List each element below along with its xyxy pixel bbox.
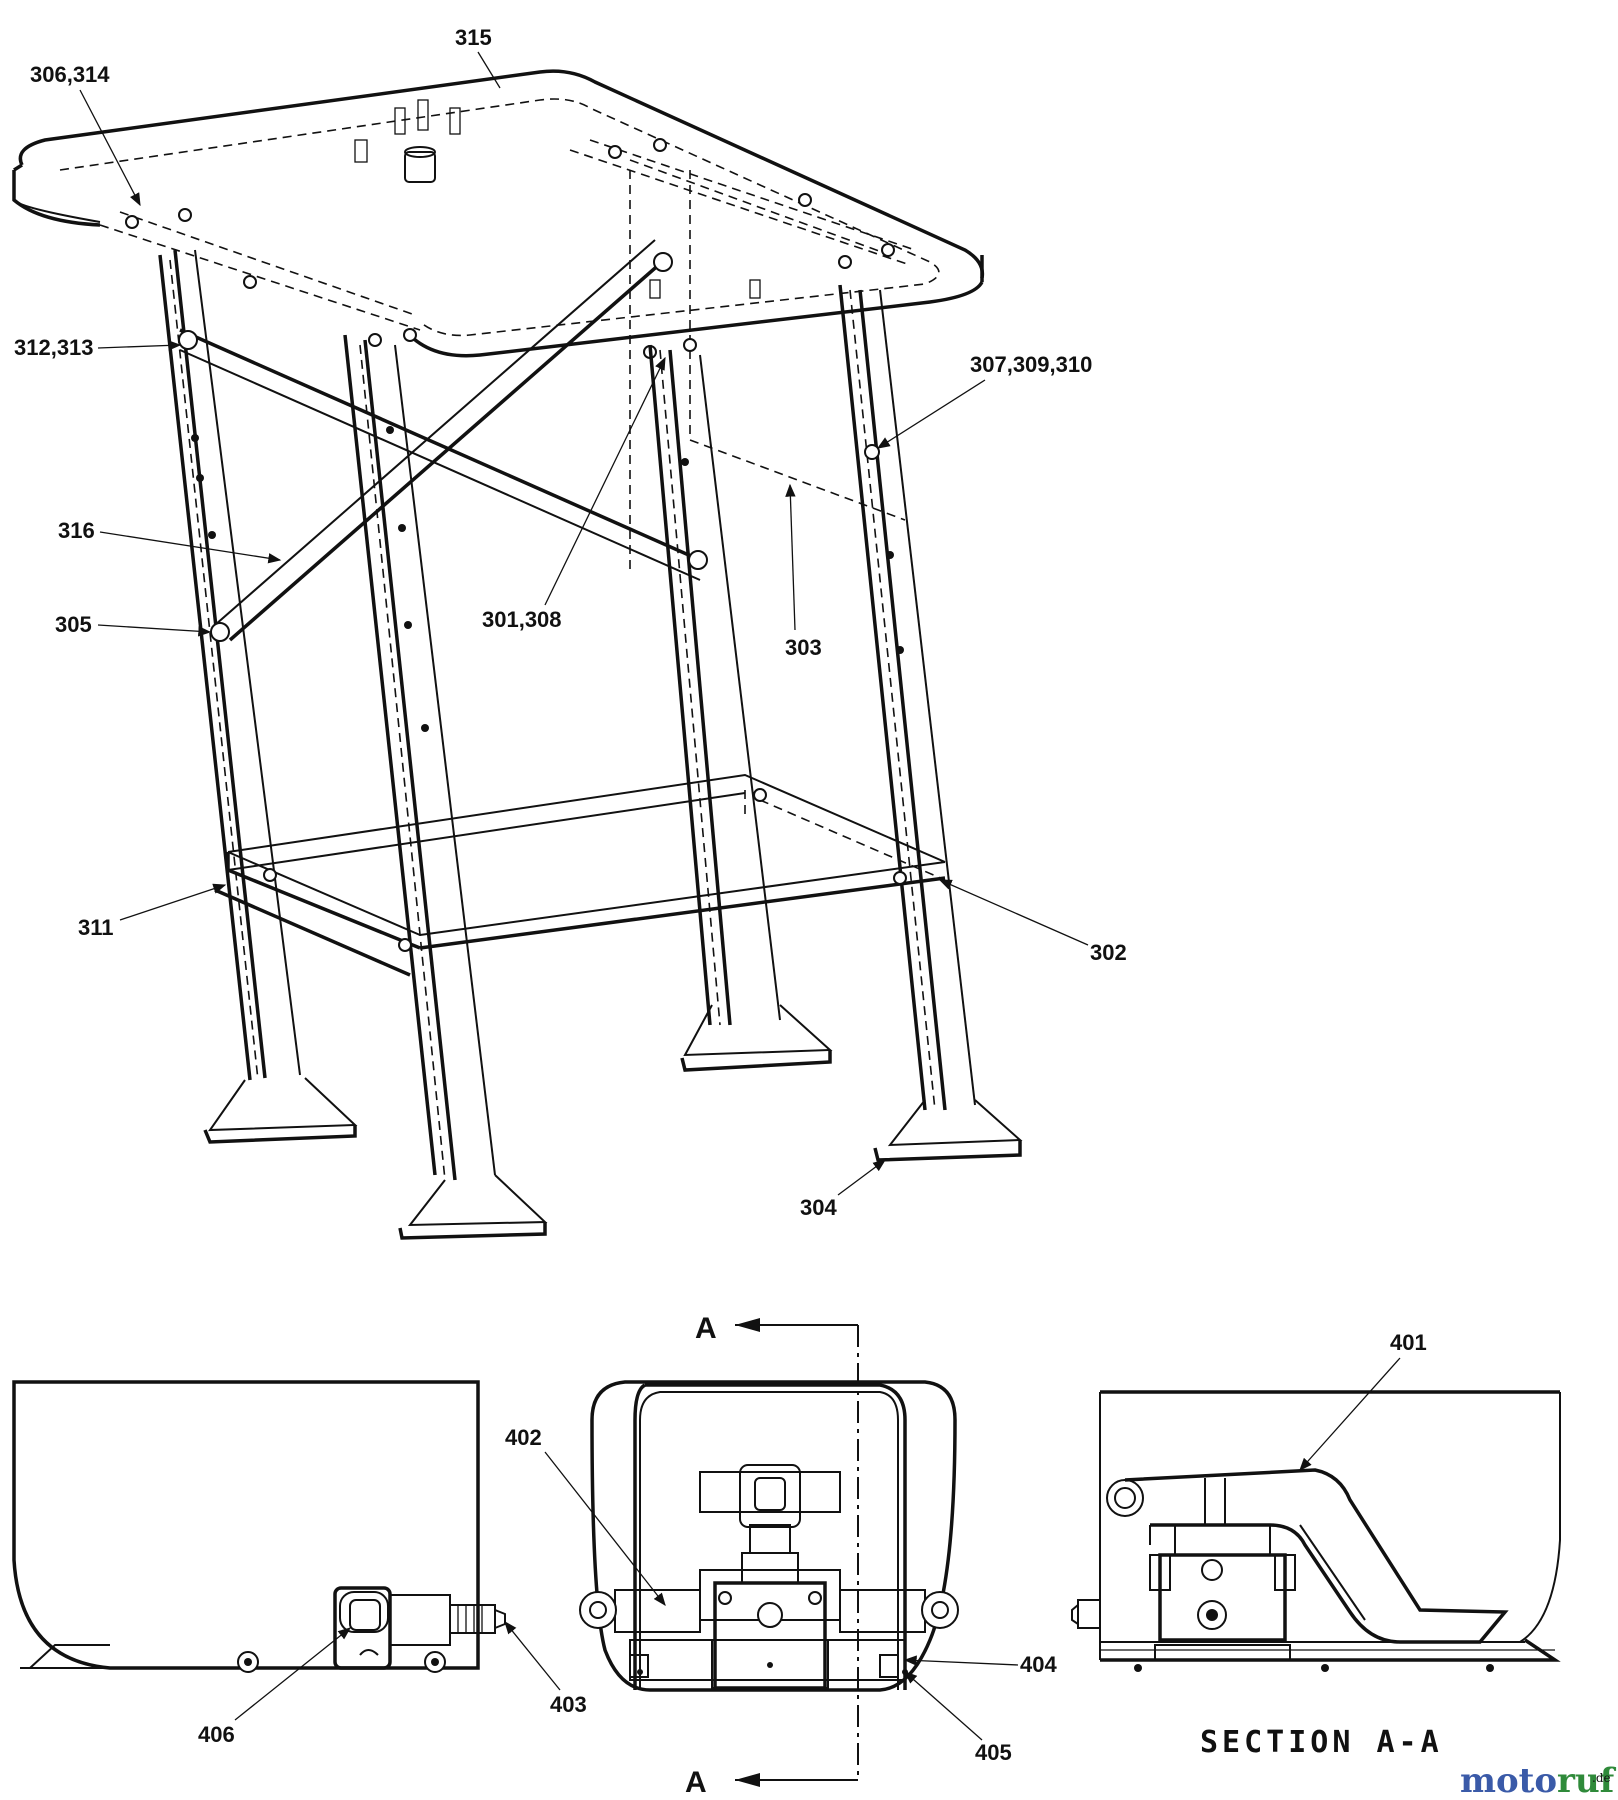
callout-312-313: 312,313 (14, 335, 94, 360)
section-view-callouts: 401 SECTION A-A (1200, 1330, 1443, 1760)
section-view (1071, 1390, 1561, 1672)
watermark-logo: motoruf .de (1460, 1761, 1617, 1800)
callout-401: 401 (1390, 1330, 1427, 1355)
callout-406: 406 (198, 1722, 235, 1747)
watermark-suffix: .de (1592, 1771, 1611, 1785)
side-view-callouts: 403 406 (198, 1620, 587, 1747)
leg-left-rear (158, 249, 358, 1144)
callout-305: 305 (55, 612, 92, 637)
svg-text:motoruf: motoruf (1460, 1761, 1617, 1800)
callout-304: 304 (800, 1195, 837, 1220)
top-rails (99, 139, 916, 570)
callout-307-309-310: 307,309,310 (970, 352, 1092, 377)
section-title: SECTION A-A (1200, 1725, 1443, 1760)
callout-303: 303 (785, 635, 822, 660)
watermark-part1: moto (1460, 1761, 1557, 1800)
callout-311: 311 (78, 915, 114, 940)
callout-403: 403 (550, 1692, 587, 1717)
stand-assembly (12, 69, 1023, 1240)
callout-302: 302 (1090, 940, 1127, 965)
watermark-part2: ruf (1557, 1761, 1617, 1800)
callout-402: 402 (505, 1425, 542, 1450)
leg-left-front (343, 334, 548, 1240)
callout-306-314: 306,314 (30, 62, 110, 87)
callout-405: 405 (975, 1740, 1012, 1765)
section-marker-top: A (695, 1312, 717, 1345)
cross-braces (178, 239, 708, 642)
bottom-shelf (214, 773, 946, 977)
leg-right-front (838, 284, 1023, 1162)
callout-404: 404 (1020, 1652, 1057, 1677)
table-top (12, 69, 985, 358)
callout-301-308: 301,308 (482, 607, 562, 632)
stand-callouts: 315 306,314 312,313 307,309,310 316 305 … (14, 25, 1127, 1220)
leg-right-rear (648, 344, 833, 1072)
side-view (12, 1380, 506, 1673)
section-marker-bottom: A (685, 1766, 707, 1799)
callout-316: 316 (58, 518, 95, 543)
top-fasteners (125, 138, 895, 359)
front-view-callouts: A A 402 404 405 (505, 1312, 1057, 1799)
front-view (579, 1318, 959, 1787)
callout-315: 315 (455, 25, 492, 50)
